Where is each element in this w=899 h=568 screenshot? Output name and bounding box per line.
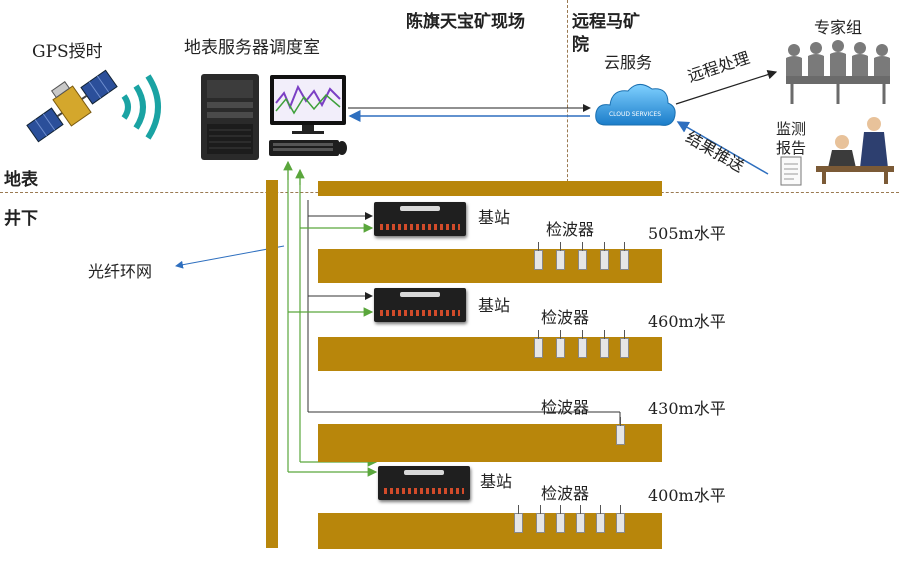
level-430-beam [318, 424, 662, 462]
geophone-icon [536, 505, 545, 533]
server-tower-icon [201, 74, 259, 160]
result-push-arrow [676, 121, 769, 175]
dispatch-room-label: 地表服务器调度室 [184, 38, 320, 58]
satellite-icon [26, 69, 118, 143]
geophone-icon [600, 242, 609, 270]
geophone-icon [596, 505, 605, 533]
geophone-icon [534, 330, 543, 358]
level-505-beam [318, 249, 662, 283]
geophone-icon [620, 242, 629, 270]
base-station-label: 基站 [480, 472, 513, 491]
site-label: 陈旗天宝矿现场 [406, 12, 525, 32]
base-station-label: 基站 [478, 296, 511, 315]
geophone-icon [556, 242, 565, 270]
geophone-icon [576, 505, 585, 533]
geophone-icon [600, 330, 609, 358]
detector-label: 检波器 [541, 484, 590, 503]
shaft-column [266, 180, 278, 548]
fiber-ring-label: 光纤环网 [88, 262, 153, 281]
surface-level-beam [318, 181, 662, 196]
base-station-icon [374, 288, 466, 322]
expert-group-label: 专家组 [814, 18, 863, 37]
geophone-icon [578, 242, 587, 270]
geophone-icon [556, 505, 565, 533]
base-station-label: 基站 [478, 208, 511, 227]
remote-label-line1: 远程马矿 [572, 12, 640, 32]
geophone-icon [556, 330, 565, 358]
remote-label-line2: 院 [572, 35, 589, 55]
keyboard-icon [269, 140, 339, 156]
gps-label: GPS授时 [32, 42, 103, 62]
level-label: 460m水平 [648, 312, 726, 331]
geophone-icon [620, 330, 629, 358]
wifi-signal-icon [121, 74, 161, 140]
detector-label: 检波器 [541, 398, 590, 417]
level-label: 505m水平 [648, 224, 726, 243]
report-icon [780, 156, 802, 186]
level-label: 400m水平 [648, 486, 726, 505]
base-station-icon [378, 466, 470, 500]
geophone-icon [616, 417, 625, 445]
surface-label: 地表 [4, 170, 38, 190]
cloud-logo-text: CLOUD SERVICES [609, 111, 661, 118]
cloud-icon: CLOUD SERVICES [595, 84, 676, 126]
detector-label: 检波器 [541, 308, 590, 327]
underground-label: 井下 [4, 209, 38, 229]
cloud-service-label: 云服务 [604, 53, 653, 72]
mouse-icon [337, 141, 347, 155]
base-station-icon [374, 202, 466, 236]
report-label-line1: 监测 [776, 120, 807, 138]
level-400-beam [318, 513, 662, 549]
geophone-icon [578, 330, 587, 358]
level-label: 430m水平 [648, 399, 726, 418]
report-label-line2: 报告 [776, 139, 807, 157]
analyst-icon [816, 117, 894, 184]
geophone-icon [534, 242, 543, 270]
experts-group-icon [786, 40, 890, 104]
level-460-beam [318, 337, 662, 371]
geophone-icon [514, 505, 523, 533]
remote-processing-arrow [675, 69, 778, 105]
site-divider-line [567, 0, 568, 192]
detector-label: 检波器 [546, 220, 595, 239]
monitor-icon [270, 75, 346, 134]
geophone-icon [616, 505, 625, 533]
